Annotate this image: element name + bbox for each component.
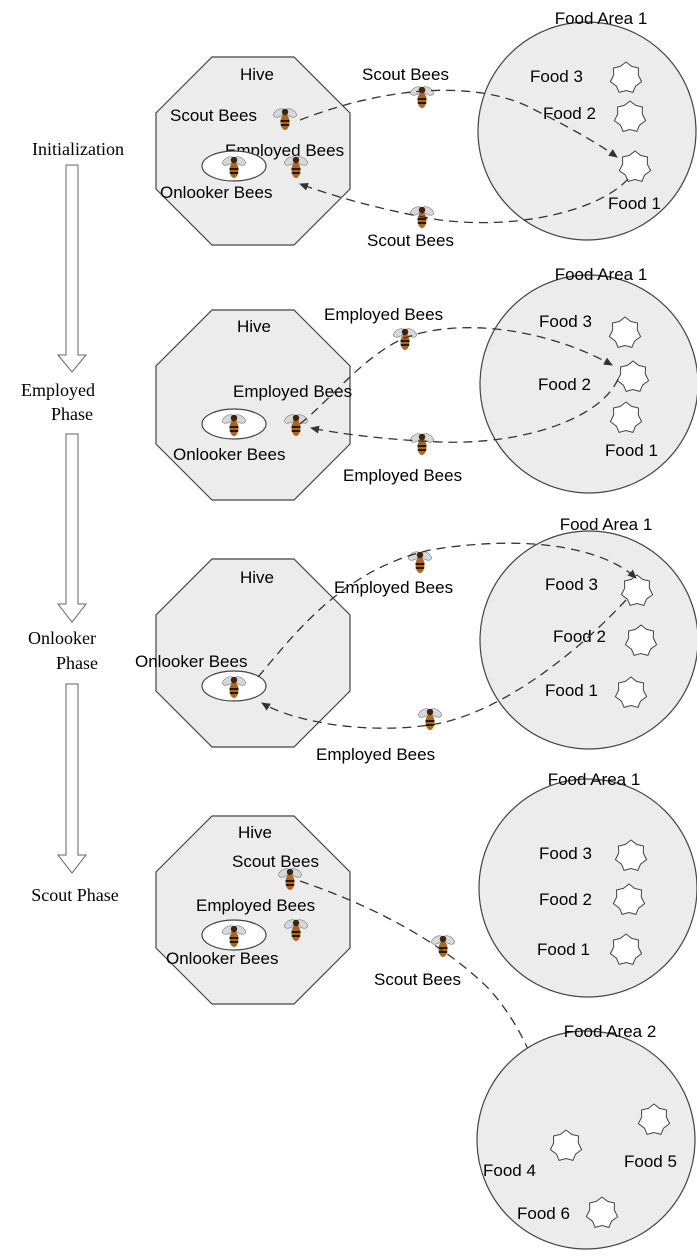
food-2-label: Food 2 <box>539 890 592 909</box>
hive-octagon <box>155 309 351 501</box>
food-4-label: Food 4 <box>483 1161 536 1180</box>
hive-label: Hive <box>240 65 274 84</box>
onlooker-bees-label: Onlooker Bees <box>173 445 285 464</box>
phase-employed-line1: Employed <box>21 380 95 400</box>
bee-icon <box>406 549 434 574</box>
phase-employed-line2: Phase <box>51 404 93 424</box>
employed-bees-label: Employed Bees <box>334 578 453 597</box>
food-5-label: Food 5 <box>624 1152 677 1171</box>
food-area-circle <box>478 778 697 998</box>
food-1-label: Food 1 <box>545 681 598 700</box>
flow-arrow <box>56 433 88 623</box>
food-1-label: Food 1 <box>537 940 590 959</box>
food-area-1-label: Food Area 1 <box>560 515 653 534</box>
food-3-label: Food 3 <box>539 312 592 331</box>
scout-path <box>299 880 552 1132</box>
food-2-label: Food 2 <box>538 375 591 394</box>
hive-label: Hive <box>237 317 271 336</box>
phase-onlooker-line1: Onlooker <box>28 628 96 648</box>
employed-bees-label: Employed Bees <box>196 896 315 915</box>
food-area-circle <box>477 21 697 241</box>
bee-icon <box>429 933 457 958</box>
food-3-label: Food 3 <box>530 67 583 86</box>
food-area-1-label: Food Area 1 <box>548 770 641 789</box>
flow-arrow <box>56 683 88 874</box>
food-3-label: Food 3 <box>539 844 592 863</box>
employed-bees-label: Employed Bees <box>343 466 462 485</box>
scout-bees-label: Scout Bees <box>232 852 319 871</box>
bee-icon <box>408 431 436 456</box>
phase-onlooker-line2: Phase <box>56 653 98 673</box>
onlooker-bees-label: Onlooker Bees <box>135 652 247 671</box>
onlooker-bees-label: Onlooker Bees <box>160 183 272 202</box>
scout-bees-label: Scout Bees <box>362 65 449 84</box>
food-2-label: Food 2 <box>543 104 596 123</box>
search-path <box>299 327 613 425</box>
scout-bees-label: Scout Bees <box>367 231 454 250</box>
food-1-label: Food 1 <box>608 194 661 213</box>
employed-bees-label: Employed Bees <box>324 305 443 324</box>
food-area-circle <box>476 1030 696 1250</box>
search-path <box>257 542 637 678</box>
food-2-label: Food 2 <box>553 627 606 646</box>
food-3-label: Food 3 <box>545 575 598 594</box>
hive-label: Hive <box>238 823 272 842</box>
search-path <box>299 89 618 158</box>
food-area-circle <box>479 274 697 494</box>
flow-arrow <box>56 164 88 373</box>
return-path <box>261 599 627 729</box>
phase-initialization: Initialization <box>32 139 124 159</box>
hive-octagon <box>155 56 351 246</box>
onlooker-bees-label: Onlooker Bees <box>166 949 278 968</box>
food-area-1-label: Food Area 1 <box>555 9 648 28</box>
employed-bees-label: Employed Bees <box>233 382 352 401</box>
hive-octagon <box>155 558 351 748</box>
scout-bees-label: Scout Bees <box>170 106 257 125</box>
scout-bees-label: Scout Bees <box>374 970 461 989</box>
food-area-1-label: Food Area 1 <box>555 265 648 284</box>
return-path <box>310 378 619 443</box>
return-path <box>299 178 629 224</box>
hive-octagon <box>155 815 351 1005</box>
food-6-label: Food 6 <box>517 1204 570 1223</box>
food-1-label: Food 1 <box>605 441 658 460</box>
phase-scout: Scout Phase <box>31 885 119 905</box>
hive-label: Hive <box>240 568 274 587</box>
bee-icon <box>408 84 436 109</box>
employed-bees-label: Employed Bees <box>316 745 435 764</box>
food-area-2-label: Food Area 2 <box>564 1022 657 1041</box>
